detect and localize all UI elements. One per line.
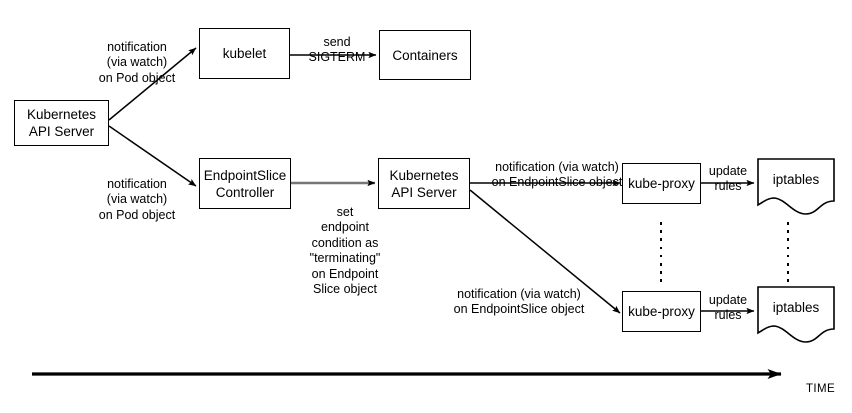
edge-label-update-rules-top: update rules bbox=[694, 148, 762, 195]
edge-label-notify-kube-proxy-bottom: notification (via watch) on EndpointSlic… bbox=[436, 271, 602, 318]
connector-apiserver-to-endpointslice-controller bbox=[108, 125, 197, 187]
node-label: iptables bbox=[772, 172, 820, 187]
node-api-server-right[interactable]: Kubernetes API Server bbox=[378, 158, 470, 209]
edge-label-notify-endpointslice-controller: notification (via watch) on Pod object bbox=[75, 161, 199, 223]
node-label: Kubernetes API Server bbox=[26, 107, 97, 139]
ellipsis-dot bbox=[786, 271, 790, 274]
ellipsis-dot bbox=[659, 230, 663, 233]
edge-label-text: set endpoint condition as "terminating" … bbox=[309, 204, 381, 297]
iptables-bottom-shape bbox=[757, 286, 835, 343]
ellipsis-dot bbox=[786, 238, 790, 241]
connector-apiserver-to-kube-proxy-bottom bbox=[469, 189, 621, 314]
ellipsis-dot bbox=[659, 222, 663, 225]
edge-label-send-sigterm: send SIGTERM bbox=[295, 19, 379, 66]
node-kube-proxy-top[interactable]: kube-proxy bbox=[622, 163, 701, 204]
node-iptables-top[interactable]: iptables bbox=[758, 171, 834, 188]
ellipsis-dot bbox=[786, 279, 790, 282]
node-label: EndpointSlice Controller bbox=[203, 167, 287, 200]
ellipsis-dot bbox=[786, 262, 790, 266]
ellipsis-dot bbox=[659, 279, 663, 282]
ellipsis-dot bbox=[786, 246, 790, 250]
node-endpointslice-controller[interactable]: EndpointSlice Controller bbox=[199, 158, 291, 209]
edge-label-text: notification (via watch) on Pod object bbox=[98, 39, 176, 85]
node-label: kubelet bbox=[222, 46, 267, 61]
node-iptables-bottom[interactable]: iptables bbox=[758, 299, 834, 316]
ellipsis-dot bbox=[659, 262, 663, 266]
node-api-server-left[interactable]: Kubernetes API Server bbox=[14, 100, 109, 146]
node-label: kube-proxy bbox=[628, 176, 695, 191]
connector-apiserver-to-kubelet bbox=[108, 47, 197, 121]
timeline-label: TIME bbox=[806, 383, 835, 395]
ellipsis-dot bbox=[786, 230, 790, 233]
edge-label-notify-kubelet: notification (via watch) on Pod object bbox=[75, 24, 199, 86]
ellipsis-dot bbox=[786, 254, 790, 258]
edge-label-notify-kube-proxy-top: notification (via watch) on EndpointSlic… bbox=[474, 144, 640, 191]
edge-label-set-endpoint-condition: set endpoint condition as "terminating" … bbox=[296, 189, 394, 298]
node-kubelet[interactable]: kubelet bbox=[199, 28, 290, 79]
edge-label-text: update rules bbox=[708, 292, 748, 323]
edge-label-text: notification (via watch) on EndpointSlic… bbox=[491, 159, 623, 190]
timeline-label-text: TIME bbox=[806, 383, 836, 395]
edge-label-text: notification (via watch) on Pod object bbox=[98, 176, 176, 222]
edge-label-text: update rules bbox=[708, 163, 748, 194]
iptables-top-shape bbox=[757, 158, 835, 215]
edge-label-update-rules-bottom: update rules bbox=[694, 277, 762, 324]
node-label: Containers bbox=[392, 47, 458, 63]
node-label: Kubernetes API Server bbox=[389, 167, 459, 200]
ellipsis-kube-proxy bbox=[659, 222, 663, 282]
node-label: kube-proxy bbox=[628, 304, 695, 319]
edge-label-text: send SIGTERM bbox=[308, 34, 366, 65]
ellipsis-dot bbox=[659, 238, 663, 241]
ellipsis-dot bbox=[659, 271, 663, 274]
node-kube-proxy-bottom[interactable]: kube-proxy bbox=[622, 291, 701, 332]
ellipsis-iptables bbox=[786, 222, 790, 282]
ellipsis-dot bbox=[659, 246, 663, 250]
ellipsis-dot bbox=[659, 254, 663, 258]
node-containers[interactable]: Containers bbox=[379, 30, 471, 80]
node-label: iptables bbox=[772, 300, 820, 315]
edge-label-text: notification (via watch) on EndpointSlic… bbox=[453, 286, 585, 317]
ellipsis-dot bbox=[786, 222, 790, 225]
